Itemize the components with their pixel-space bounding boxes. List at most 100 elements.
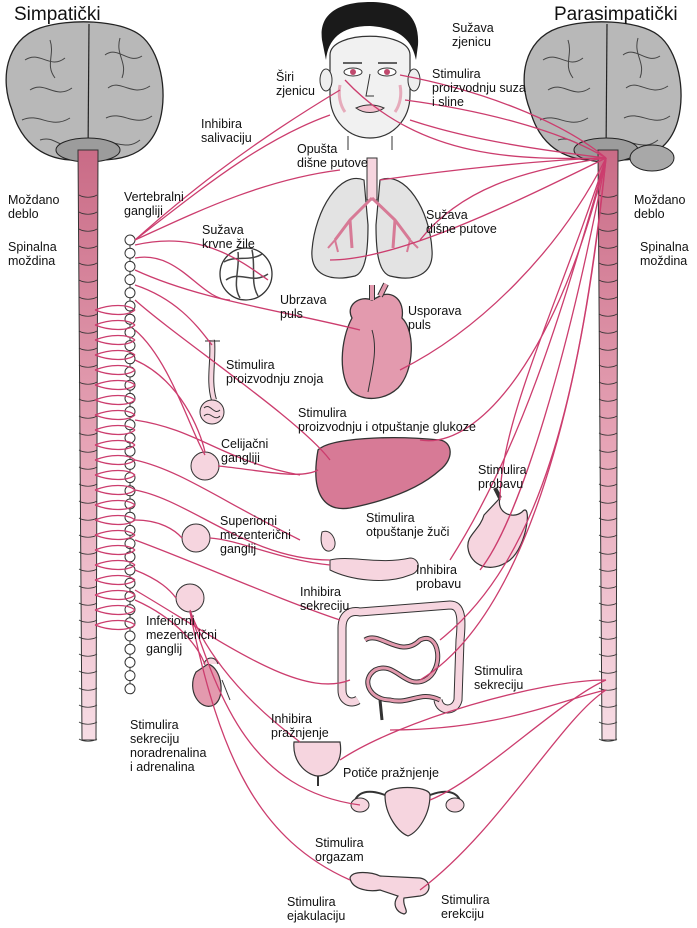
nerve-path xyxy=(94,349,136,361)
cord-segment xyxy=(78,517,98,521)
cord-segment xyxy=(598,245,618,249)
label-vertebral-ganglia: Vertebralni gangliji xyxy=(124,190,184,218)
cord-segment xyxy=(598,347,618,351)
cord-segment xyxy=(598,517,618,521)
nerve-path xyxy=(94,499,136,511)
nerve-path xyxy=(134,299,331,461)
label-dilate-pupil: Širi zjenicu xyxy=(276,70,315,98)
label-brainstem-left: Moždano deblo xyxy=(8,193,60,221)
nerve-path xyxy=(134,599,206,666)
nerve-path xyxy=(134,569,177,599)
nerve-path xyxy=(479,157,607,571)
label-constrict-airways: Sužava dišne putove xyxy=(426,208,497,236)
nerve-path xyxy=(209,537,331,566)
nerve-path xyxy=(379,157,607,181)
cord-segment xyxy=(78,466,98,470)
liver xyxy=(315,437,451,510)
cord-segment xyxy=(598,432,618,436)
cord-segment xyxy=(78,483,98,487)
cord-segment xyxy=(598,415,618,419)
nerve-path xyxy=(389,689,607,731)
label-adrenal: Stimulira sekreciju noradrenalina i adre… xyxy=(130,718,207,774)
bladder xyxy=(293,741,342,786)
ganglion-bead xyxy=(124,643,136,655)
cord-segment xyxy=(78,687,98,691)
cord-segment xyxy=(598,398,618,402)
nerve-path xyxy=(134,269,361,331)
cord-segment xyxy=(598,653,618,657)
cord-segment xyxy=(598,585,618,589)
nerve-path xyxy=(134,359,206,453)
nerve-path xyxy=(134,284,213,346)
cord-segment xyxy=(78,313,98,317)
nerve-path xyxy=(94,559,136,571)
label-inhibit-voiding: Inhibira pražnjenje xyxy=(271,712,329,740)
label-tears-saliva: Stimulira proizvodnju suza i sline xyxy=(432,67,526,109)
label-spinal-cord-right: Spinalna moždina xyxy=(640,240,689,268)
label-celiac-ganglia: Celijačni gangliji xyxy=(221,437,269,465)
cord-segment xyxy=(78,602,98,606)
nerve-path xyxy=(134,519,183,539)
label-inhibit-salivation: Inhibira salivaciju xyxy=(201,117,252,145)
nerve-path xyxy=(94,379,136,391)
cord-segment xyxy=(78,381,98,385)
nerve-path xyxy=(399,74,607,159)
nerve-path xyxy=(134,459,301,541)
label-inhibit-digestion: Inhibira probavu xyxy=(416,563,462,591)
label-orgasm: Stimulira orgazam xyxy=(315,836,364,864)
heart xyxy=(341,282,412,399)
cord-segment xyxy=(598,738,618,742)
cord-segment xyxy=(598,313,618,317)
cord-segment xyxy=(78,500,98,504)
ganglion-bead xyxy=(124,419,136,431)
nerve-path xyxy=(94,589,136,601)
nerve-path xyxy=(134,329,206,456)
nerve-path xyxy=(134,89,341,241)
label-inhibit-secretion: Inhibira sekreciju xyxy=(300,585,350,613)
ganglion-bead xyxy=(124,656,136,668)
cord-segment xyxy=(78,415,98,419)
cord-segment xyxy=(78,619,98,623)
label-stimulate-digestion: Stimulira probavu xyxy=(478,463,527,491)
ganglion-bead xyxy=(124,247,136,259)
nerve-path xyxy=(134,539,341,621)
label-spinal-cord-left: Spinalna moždina xyxy=(8,240,57,268)
cord-segment xyxy=(78,364,98,368)
label-bile: Stimulira otpuštanje žuči xyxy=(366,511,450,539)
ganglion-bead xyxy=(124,234,136,246)
cord-segment xyxy=(598,500,618,504)
ganglion-bead xyxy=(124,683,136,695)
gallbladder-pancreas xyxy=(320,530,419,581)
cord-segment xyxy=(78,585,98,589)
nerve-path xyxy=(217,465,319,475)
cord-segment xyxy=(598,687,618,691)
parasympathetic-heading: Parasimpatički xyxy=(554,4,678,25)
cord-segment xyxy=(598,619,618,623)
uterus xyxy=(350,786,465,837)
ganglia-nodes xyxy=(175,451,220,613)
nerve-path xyxy=(94,424,136,436)
cord-segment xyxy=(78,449,98,453)
cord-segment xyxy=(598,296,618,300)
nerve-path xyxy=(189,611,351,881)
nerve-path xyxy=(189,609,301,743)
cord-segment xyxy=(598,466,618,470)
nerve-path xyxy=(94,454,136,466)
nerve-path xyxy=(189,611,361,806)
nerve-path xyxy=(499,157,607,501)
ganglion-bead xyxy=(124,670,136,682)
cord-segment xyxy=(598,449,618,453)
cord-segment xyxy=(598,262,618,266)
label-glucose: Stimulira proizvodnju i otpuštanje gluko… xyxy=(298,406,476,434)
label-stimulate-secretion: Stimulira sekreciju xyxy=(474,664,524,692)
nerve-path xyxy=(94,544,136,556)
nerve-path xyxy=(94,529,136,541)
nerve-path xyxy=(94,574,136,586)
cord-segment xyxy=(78,228,98,232)
nerve-path xyxy=(329,157,607,261)
cord-segment xyxy=(78,636,98,640)
nerve-path xyxy=(94,394,136,406)
nerve-path xyxy=(419,689,607,891)
cord-segment xyxy=(598,330,618,334)
